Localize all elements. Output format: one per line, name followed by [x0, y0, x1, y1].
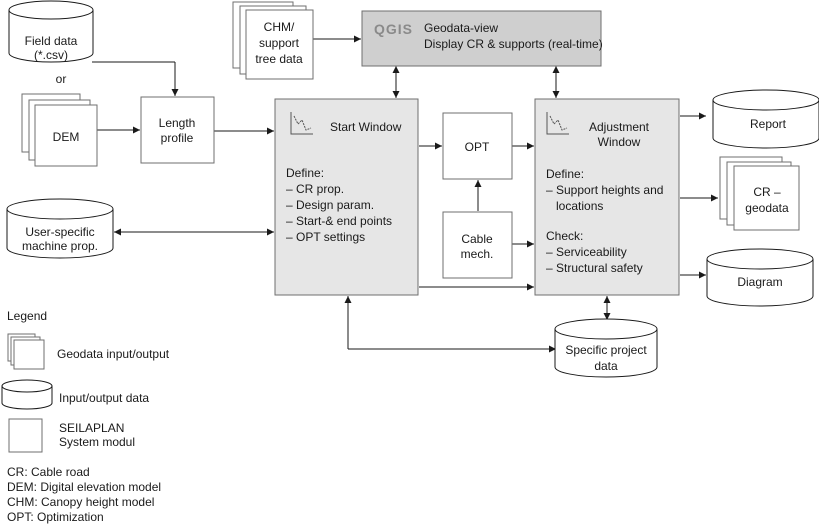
specific-project-cylinder: Specific project data: [554, 318, 658, 378]
specific-project-line1: Specific project: [565, 343, 647, 357]
qgis-line2: Display CR & supports (real-time): [424, 37, 603, 51]
chart-icon: [290, 112, 313, 135]
start-window-define: Define:: [286, 166, 324, 180]
start-window-item: – CR prop.: [286, 182, 344, 196]
qgis-box: QGIS Geodata-view Display CR & supports …: [361, 10, 603, 67]
cr-geodata-line1: CR –: [753, 185, 781, 199]
adjustment-window-box: Adjustment Window Define: – Support heig…: [534, 98, 680, 296]
start-window-item: – OPT settings: [286, 230, 365, 244]
abbreviation-item: DEM: Digital elevation model: [7, 480, 161, 494]
chm-line3: tree data: [255, 52, 303, 66]
dem-label: DEM: [53, 130, 80, 144]
chm-stack: CHM/ support tree data: [232, 1, 314, 80]
start-window-title: Start Window: [330, 120, 402, 134]
legend-system-line1: SEILAPLAN: [59, 421, 124, 435]
start-window-item: – Design param.: [286, 198, 374, 212]
legend-geodata-symbol: [7, 333, 45, 370]
adjustment-define: Define:: [546, 167, 584, 181]
dem-stack: DEM: [21, 93, 98, 167]
length-profile-line2: profile: [161, 131, 194, 145]
abbreviation-item: CR: Cable road: [7, 465, 90, 479]
abbreviation-item: CHM: Canopy height model: [7, 495, 154, 509]
adjustment-define-item: – Support heights and: [546, 183, 663, 197]
legend-system-symbol: [8, 418, 43, 453]
field-data-label: Field data: [25, 34, 78, 48]
legend-title: Legend: [7, 309, 47, 323]
report-label: Report: [750, 117, 787, 131]
length-profile-line1: Length: [159, 116, 196, 130]
user-specific-cylinder: User-specific machine prop.: [6, 198, 114, 259]
length-profile-box: Length profile: [140, 96, 215, 164]
diagram-cylinder: Diagram: [706, 248, 814, 307]
diagram-label: Diagram: [737, 275, 782, 289]
cr-geodata-stack: CR – geodata: [719, 156, 800, 231]
cable-mech-line1: Cable: [461, 232, 493, 246]
user-specific-line1: User-specific: [25, 225, 94, 239]
legend: Legend Geodata input/output Input/output…: [1, 309, 170, 453]
or-label: or: [56, 72, 67, 86]
start-window-item: – Start-& end points: [286, 214, 392, 228]
start-window-box: Start Window Define: – CR prop. – Design…: [274, 98, 419, 296]
legend-io-symbol: [1, 379, 53, 410]
adjustment-check-item: – Serviceability: [546, 245, 627, 259]
cable-mech-box: Cable mech.: [442, 211, 513, 279]
abbreviation-item: OPT: Optimization: [7, 510, 104, 524]
cable-mech-line2: mech.: [461, 247, 494, 261]
chm-line2: support: [259, 36, 300, 50]
adjustment-window-title-1: Adjustment: [589, 120, 650, 134]
chm-line1: CHM/: [264, 20, 295, 34]
user-specific-line2: machine prop.: [22, 239, 98, 253]
report-cylinder: Report: [712, 89, 819, 149]
adjustment-define-item: locations: [556, 199, 603, 213]
abbreviations: CR: Cable road DEM: Digital elevation mo…: [7, 465, 161, 524]
adjustment-check: Check:: [546, 229, 583, 243]
legend-system-line2: System modul: [59, 435, 135, 449]
opt-label: OPT: [465, 140, 490, 154]
specific-project-line2: data: [594, 359, 618, 373]
chart-icon: [546, 112, 569, 135]
opt-box: OPT: [442, 112, 513, 180]
legend-io-label: Input/output data: [59, 391, 149, 405]
field-data-cylinder: Field data (*.csv): [8, 0, 94, 63]
qgis-logo: QGIS: [374, 21, 413, 37]
connectors: [92, 35, 718, 353]
cr-geodata-line2: geodata: [745, 201, 789, 215]
field-data-ext: (*.csv): [34, 48, 68, 62]
adjustment-check-item: – Structural safety: [546, 261, 643, 275]
qgis-line1: Geodata-view: [424, 21, 498, 35]
legend-geodata-label: Geodata input/output: [57, 347, 170, 361]
adjustment-window-title-2: Window: [598, 135, 641, 149]
